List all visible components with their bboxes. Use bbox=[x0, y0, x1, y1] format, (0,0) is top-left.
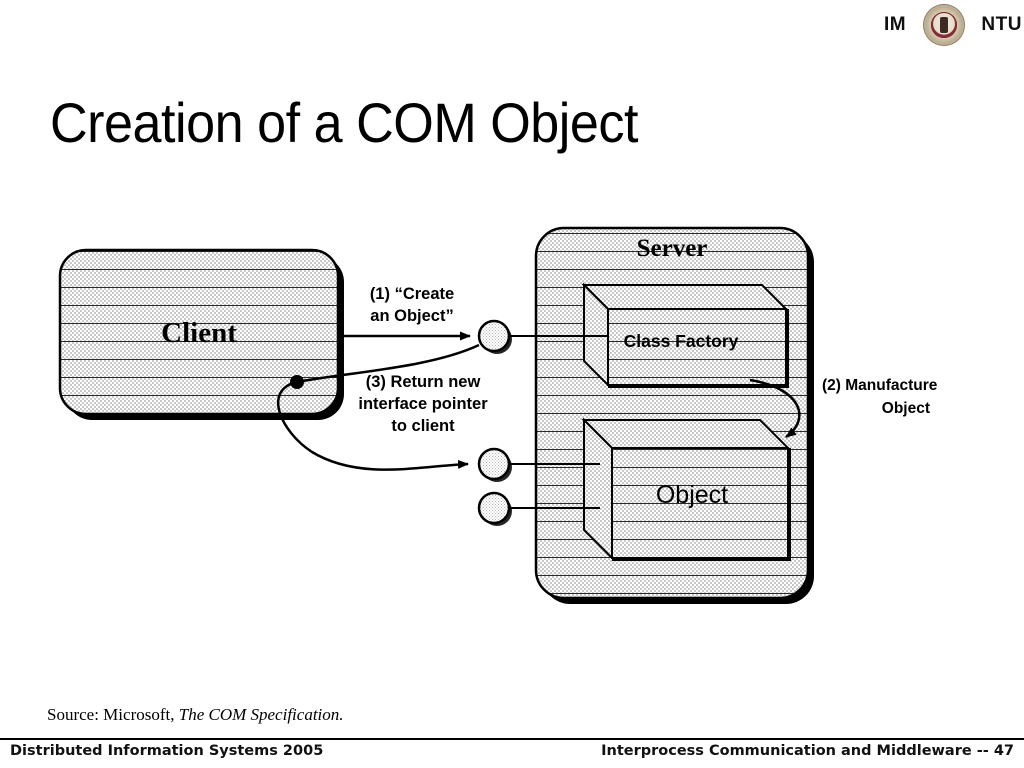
annotation-step-3-line-2: interface pointer bbox=[358, 395, 488, 413]
annotation-step-2: (2) Manufacture Object bbox=[822, 377, 938, 417]
source-note-prefix: Source: Microsoft, bbox=[47, 705, 179, 724]
annotation-step-1-line-2: an Object” bbox=[370, 307, 453, 325]
footer-divider bbox=[0, 738, 1024, 740]
arrow-return-interface-pointer bbox=[276, 343, 480, 471]
interface-circle-object-primary bbox=[477, 447, 512, 482]
footer-topic-and-page: Interprocess Communication and Middlewar… bbox=[601, 743, 1014, 759]
server-label: Server bbox=[637, 235, 708, 262]
annotation-step-3: (3) Return new interface pointer to clie… bbox=[358, 373, 488, 435]
client-label: Client bbox=[161, 317, 237, 349]
object-box: Object bbox=[581, 417, 791, 561]
annotation-step-1: (1) “Create an Object” bbox=[370, 285, 454, 325]
logo-text-im: IM bbox=[884, 14, 907, 35]
annotation-step-1-line-1: (1) “Create bbox=[370, 285, 454, 303]
interface-circle-class-factory bbox=[477, 319, 512, 354]
class-factory-label: Class Factory bbox=[624, 331, 739, 351]
interface-circle-object-secondary bbox=[477, 491, 512, 526]
header-logo: IM NTU bbox=[884, 2, 1022, 48]
client-interface-pointer-dot bbox=[290, 375, 304, 389]
source-note-title: The COM Specification. bbox=[178, 705, 344, 724]
logo-text-ntu: NTU bbox=[981, 14, 1022, 35]
annotation-step-2-line-2: Object bbox=[882, 400, 930, 417]
object-label: Object bbox=[656, 481, 728, 509]
university-seal-icon bbox=[922, 4, 965, 46]
arrow-manufacture-object bbox=[749, 378, 801, 439]
annotation-step-2-line-1: (2) Manufacture bbox=[822, 377, 938, 394]
annotation-step-3-line-3: to client bbox=[391, 417, 455, 435]
interface-connector-lines bbox=[508, 335, 608, 509]
footer-course-label: Distributed Information Systems 2005 bbox=[10, 743, 324, 759]
page-title: Creation of a COM Object bbox=[50, 90, 638, 154]
class-factory-box: Class Factory bbox=[581, 282, 789, 388]
source-note: Source: Microsoft, The COM Specification… bbox=[47, 705, 344, 725]
client-box: Client bbox=[58, 248, 344, 420]
annotation-step-3-line-1: (3) Return new bbox=[366, 373, 481, 391]
